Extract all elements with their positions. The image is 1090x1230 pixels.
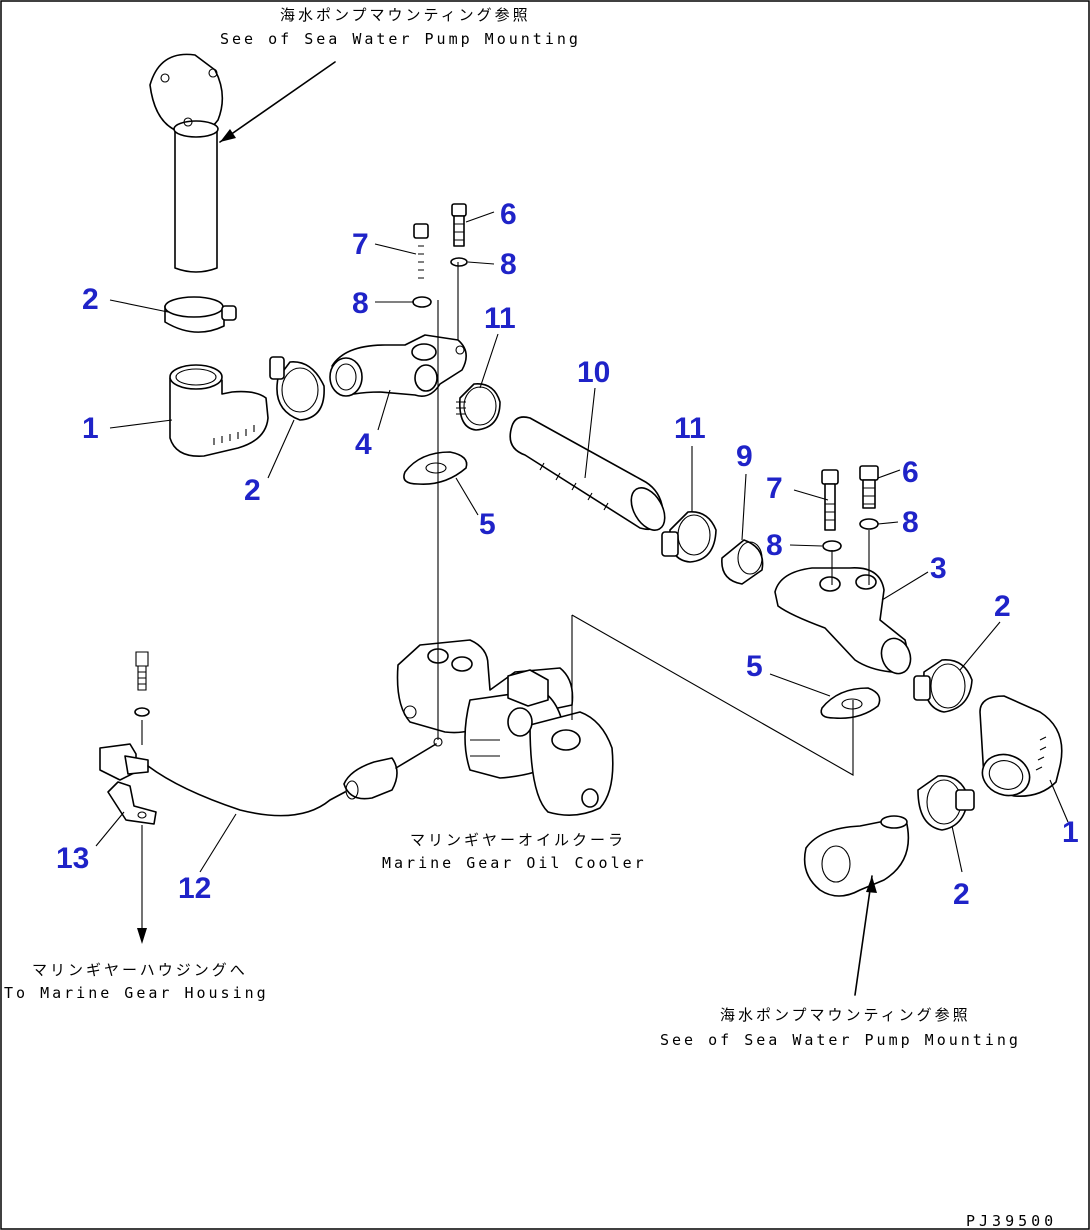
leader-top-arrowhead <box>220 129 236 142</box>
part-1-elbow-right <box>979 695 1063 798</box>
part-1-elbow-left <box>169 364 269 457</box>
leader-bottom-note <box>854 875 873 996</box>
callout-8: 8 <box>352 287 369 320</box>
callout-2: 2 <box>82 283 99 316</box>
note-top-jp: 海水ポンプマウンティング参照 <box>280 6 531 24</box>
callout-6: 6 <box>500 198 517 231</box>
note-top-en: See of Sea Water Pump Mounting <box>220 30 581 48</box>
marine-gear-oil-cooler <box>396 639 614 816</box>
callout-8: 8 <box>902 506 919 539</box>
callout-1: 1 <box>82 412 99 445</box>
note-cooler-en: Marine Gear Oil Cooler <box>382 854 647 872</box>
callout-8: 8 <box>500 248 517 281</box>
part-12-sensor-harness <box>99 651 437 817</box>
note-housing-jp: マリンギヤーハウジングへ <box>32 961 248 979</box>
part-6-bolt-upper <box>451 203 467 247</box>
callout-2: 2 <box>244 474 261 507</box>
note-bottom-en: See of Sea Water Pump Mounting <box>660 1031 1021 1049</box>
callout-12: 12 <box>178 872 211 905</box>
top-pump-pipe <box>149 53 224 273</box>
part-11-clamp-middle <box>661 511 717 563</box>
callout-3: 3 <box>930 552 947 585</box>
part-2-clamp-right-lower <box>917 775 975 831</box>
callout-2: 2 <box>994 590 1011 623</box>
guide-line-tee <box>571 614 854 776</box>
callout-leaders <box>95 211 1069 873</box>
callout-7: 7 <box>352 228 369 261</box>
bottom-pump-pipe <box>803 815 910 897</box>
note-housing-en: To Marine Gear Housing <box>4 984 269 1002</box>
part-8-washer-upper-right <box>450 257 468 267</box>
note-bottom-jp: 海水ポンプマウンティング参照 <box>720 1006 971 1024</box>
part-11-clamp-upper <box>456 383 501 431</box>
part-2-clamp-right-upper <box>913 659 973 713</box>
part-13-bracket <box>107 781 157 825</box>
part-2-clamp-left <box>269 356 325 421</box>
part-4-elbow-fitting <box>329 334 467 397</box>
note-cooler-jp: マリンギヤーオイルクーラ <box>410 831 626 849</box>
callout-7: 7 <box>766 472 783 505</box>
part-3-tee-fitting <box>774 567 912 675</box>
callout-1: 1 <box>1062 816 1079 849</box>
callout-5: 5 <box>746 650 763 683</box>
callout-5: 5 <box>479 508 496 541</box>
drawing-code: PJ39500 <box>966 1212 1057 1230</box>
part-5-gasket-lower <box>820 687 881 720</box>
callout-6: 6 <box>902 456 919 489</box>
callout-4: 4 <box>355 428 372 461</box>
callout-2: 2 <box>953 878 970 911</box>
part-8-washer-lower-left <box>822 540 842 552</box>
part-6-bolt-lower <box>859 465 879 509</box>
part-7-bolt-lower <box>821 469 839 531</box>
callout-13: 13 <box>56 842 89 875</box>
leader-bottom-arrowhead <box>866 876 877 893</box>
part-2-clamp-top <box>164 296 237 333</box>
part-7-bolt-upper <box>413 223 429 279</box>
callout-11: 11 <box>484 302 516 335</box>
part-5-gasket-upper <box>403 451 468 485</box>
housing-arrowhead <box>137 928 147 944</box>
part-9-sleeve <box>721 539 764 585</box>
part-8-washer-upper-left <box>412 296 432 308</box>
callout-11: 11 <box>674 412 706 445</box>
part-10-hose <box>509 416 666 531</box>
part-8-washer-lower-right <box>859 518 879 530</box>
callout-8: 8 <box>766 529 783 562</box>
leader-top-note <box>219 61 336 143</box>
callout-9: 9 <box>736 440 753 473</box>
callout-10: 10 <box>577 356 610 389</box>
